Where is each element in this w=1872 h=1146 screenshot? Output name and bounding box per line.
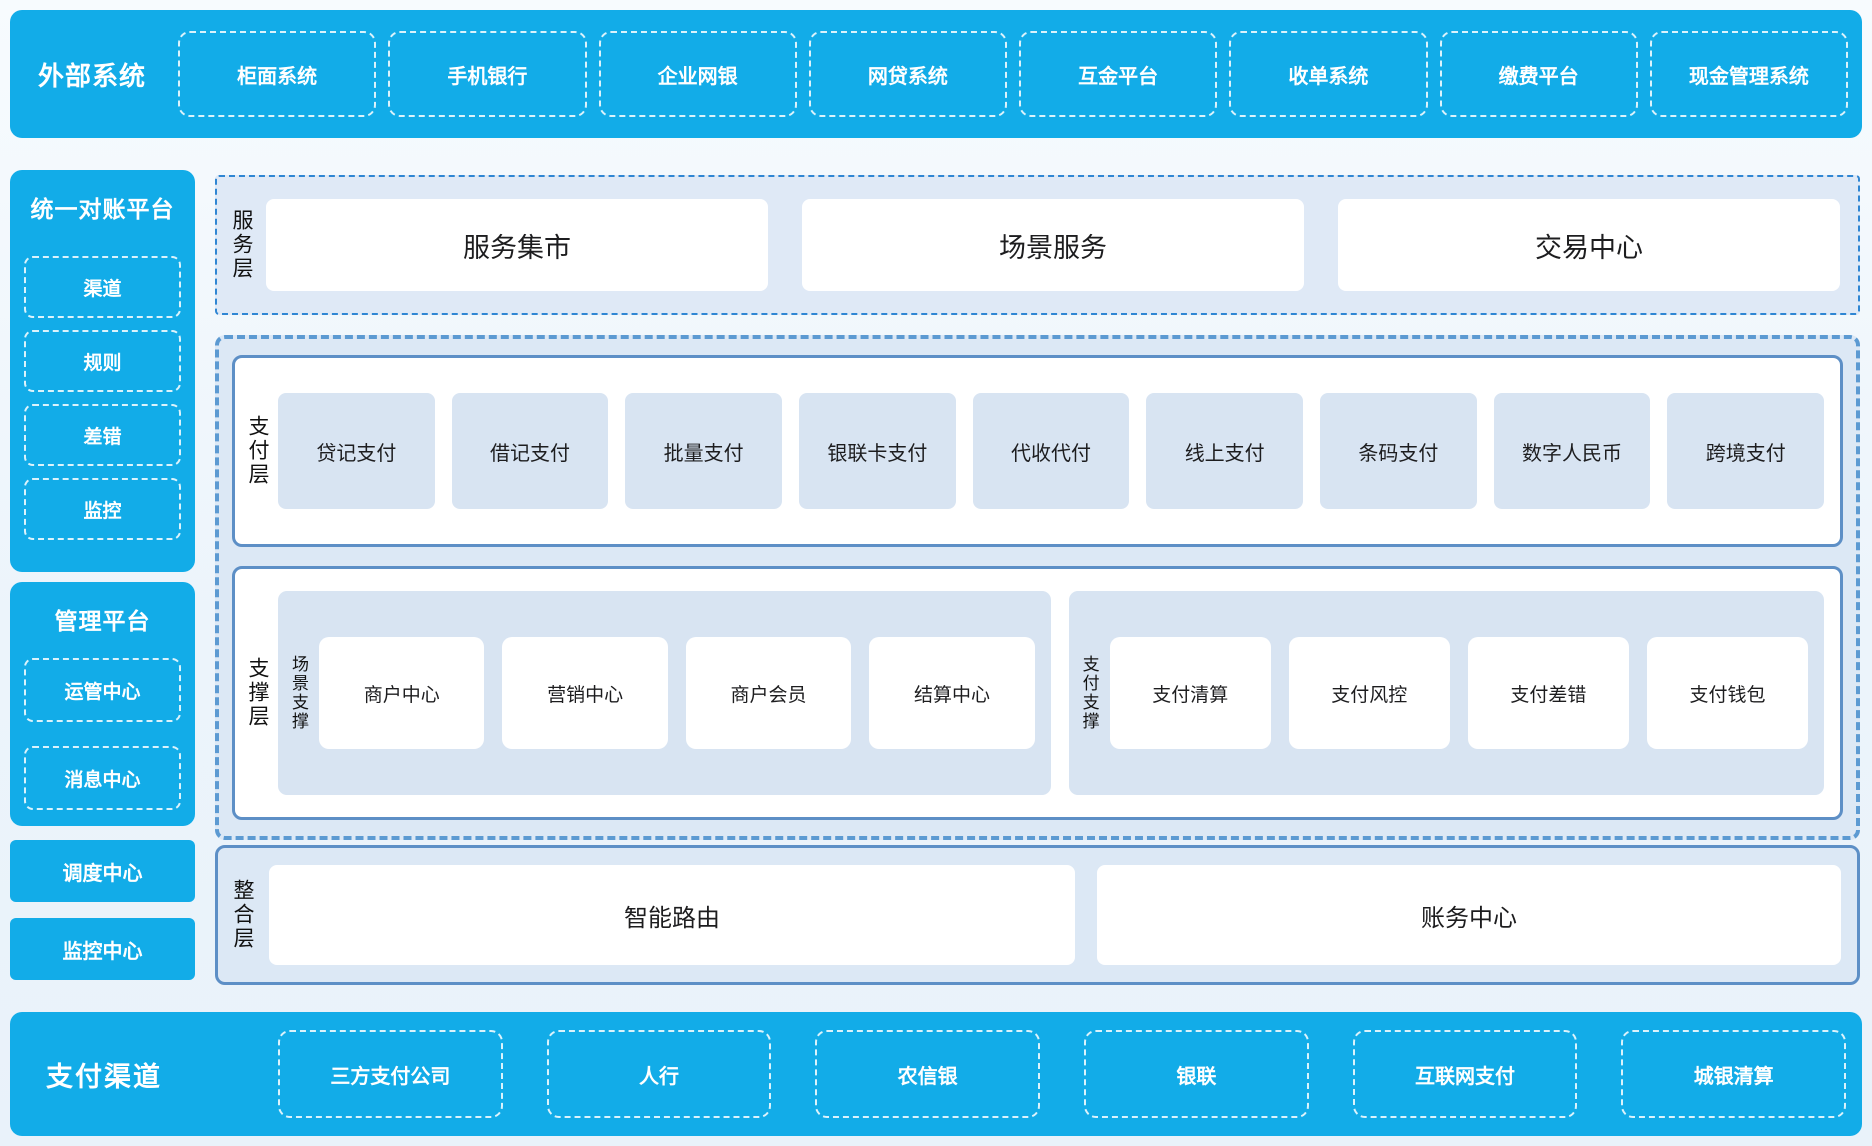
integration-layer-cells: 智能路由 账务中心 [269,865,1841,965]
integration-layer: 整合层 智能路由 账务中心 [215,845,1860,985]
integration-cell: 账务中心 [1097,865,1841,965]
management-item: 消息中心 [24,746,181,810]
payment-cell: 条码支付 [1320,393,1477,510]
external-system-item: 手机银行 [388,31,587,117]
management-item: 运管中心 [24,658,181,722]
support-cell: 支付差错 [1467,637,1629,750]
payment-cell: 借记支付 [451,393,609,510]
core-layers-wrapper: 支付层 贷记支付 借记支付 批量支付 银联卡支付 代收代付 线上支付 条码支付 … [215,335,1860,840]
reconciliation-platform-box: 统一对账平台 渠道 规则 差错 监控 [10,170,195,572]
scene-support-group: 场景支撑 商户中心 营销中心 商户会员 结算中心 [278,591,1051,796]
support-layer-label: 支撑层 [246,657,269,730]
scene-support-cells: 商户中心 营销中心 商户会员 结算中心 [319,637,1035,750]
support-layer: 支撑层 场景支撑 商户中心 营销中心 商户会员 结算中心 支付支撑 支付清算 支… [232,566,1843,820]
integration-layer-label: 整合层 [231,879,254,951]
service-cell: 交易中心 [1338,199,1840,291]
management-platform-box: 管理平台 运管中心 消息中心 [10,582,195,826]
payment-cell: 代收代付 [972,393,1130,510]
integration-cell: 智能路由 [269,865,1075,965]
payment-cell: 数字人民币 [1493,393,1651,510]
support-cell: 支付钱包 [1646,637,1809,750]
payment-support-cells: 支付清算 支付风控 支付差错 支付钱包 [1109,637,1809,750]
service-cell: 服务集市 [266,199,768,291]
scene-support-label: 场景支撑 [289,655,308,732]
payment-cell: 银联卡支付 [799,393,956,510]
payment-channel-item: 银联 [1084,1030,1309,1118]
support-layer-groups: 场景支撑 商户中心 营销中心 商户会员 结算中心 支付支撑 支付清算 支付风控 … [278,591,1824,796]
dispatch-center-box: 调度中心 [10,840,195,902]
payment-channel-item: 农信银 [815,1030,1041,1118]
reconciliation-platform-items: 渠道 规则 差错 监控 [24,256,181,540]
external-systems-items: 柜面系统 手机银行 企业网银 网贷系统 互金平台 收单系统 缴费平台 现金管理系… [178,31,1848,117]
management-platform-title: 管理平台 [54,608,151,634]
support-cell: 支付清算 [1109,637,1271,750]
external-system-item: 柜面系统 [178,31,377,117]
support-cell: 商户会员 [685,637,852,750]
payment-support-group: 支付支撑 支付清算 支付风控 支付差错 支付钱包 [1068,591,1824,796]
payment-support-label: 支付支撑 [1079,655,1099,732]
support-cell: 营销中心 [502,637,668,750]
service-cell: 场景服务 [802,199,1304,291]
payment-cell: 线上支付 [1146,393,1304,510]
support-cell: 结算中心 [869,637,1035,750]
reconciliation-item: 差错 [24,404,181,466]
payment-layer-label: 支付层 [246,415,269,488]
external-systems-label: 外部系统 [38,60,147,91]
payment-layer-cells: 贷记支付 借记支付 批量支付 银联卡支付 代收代付 线上支付 条码支付 数字人民… [278,393,1825,510]
payment-channels-bar: 支付渠道 三方支付公司 人行 农信银 银联 互联网支付 城银清算 [10,1012,1862,1136]
payment-channel-item: 人行 [546,1030,772,1118]
external-system-item: 收单系统 [1229,31,1428,117]
external-system-item: 缴费平台 [1439,31,1638,117]
reconciliation-item: 监控 [24,478,181,540]
monitor-center-box: 监控中心 [10,918,195,980]
payment-channels-label: 支付渠道 [46,1061,162,1092]
external-system-item: 网贷系统 [808,31,1007,117]
payment-channel-item: 三方支付公司 [278,1030,503,1118]
reconciliation-item: 渠道 [24,256,181,318]
support-cell: 支付风控 [1288,637,1450,750]
external-system-item: 企业网银 [598,31,797,117]
service-layer: 服务层 服务集市 场景服务 交易中心 [215,175,1860,315]
external-system-item: 现金管理系统 [1649,31,1848,117]
management-platform-items: 运管中心 消息中心 [24,658,181,810]
payment-layer: 支付层 贷记支付 借记支付 批量支付 银联卡支付 代收代付 线上支付 条码支付 … [232,355,1843,548]
service-layer-label: 服务层 [230,209,253,281]
payment-cell: 贷记支付 [278,393,435,510]
payment-channel-item: 互联网支付 [1352,1030,1578,1118]
payment-cell: 跨境支付 [1667,393,1825,510]
reconciliation-platform-title: 统一对账平台 [30,196,175,222]
payment-channels-items: 三方支付公司 人行 农信银 银联 互联网支付 城银清算 [278,1030,1847,1118]
payment-cell: 批量支付 [625,393,783,510]
external-system-item: 互金平台 [1019,31,1218,117]
payment-channel-item: 城银清算 [1621,1030,1847,1118]
support-cell: 商户中心 [319,637,485,750]
service-layer-cells: 服务集市 场景服务 交易中心 [266,199,1840,291]
external-systems-bar: 外部系统 柜面系统 手机银行 企业网银 网贷系统 互金平台 收单系统 缴费平台 … [10,10,1862,138]
reconciliation-item: 规则 [24,330,181,392]
